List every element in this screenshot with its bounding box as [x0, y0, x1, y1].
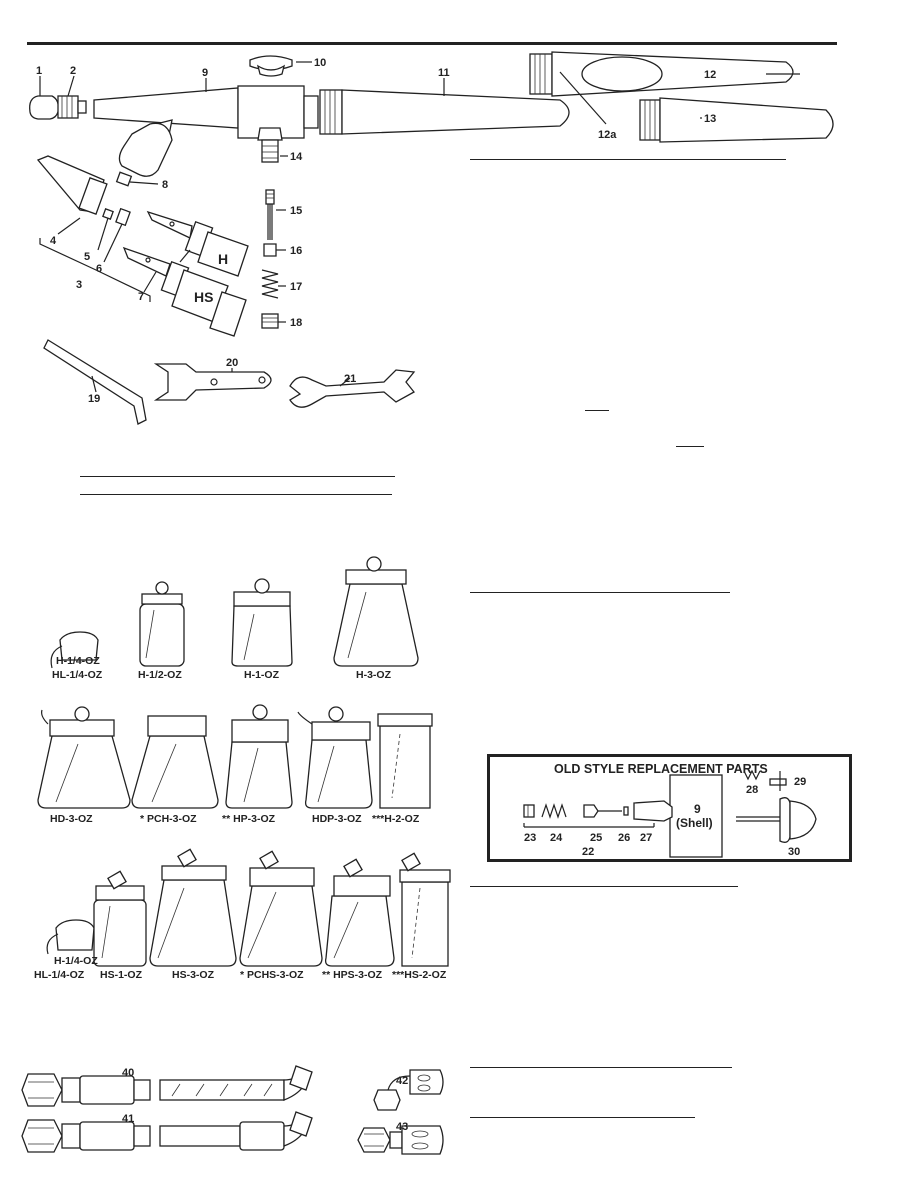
callout-6: 6: [96, 263, 102, 275]
bottle-label-pch-3: * PCH-3-OZ: [140, 813, 197, 825]
callout-24: 24: [550, 832, 563, 844]
bottle-label-h-3: H-3-OZ: [356, 669, 392, 681]
callout-18: 18: [290, 317, 302, 329]
callout-5: 5: [84, 251, 90, 263]
bottle-label-h-quarter: H-1/4-OZ: [56, 655, 100, 667]
callout-13: 13: [704, 113, 716, 125]
heading-rule: [470, 886, 738, 887]
callout-4: 4: [50, 235, 57, 247]
callout-17: 17: [290, 281, 302, 293]
bottle-label-hl-quarter: HL-1/4-OZ: [52, 669, 103, 681]
bottle-label-h-half: H-1/2-OZ: [138, 669, 182, 681]
callout-15: 15: [290, 205, 302, 217]
heading-rule: [470, 1117, 695, 1118]
callout-10: 10: [314, 57, 326, 69]
callout-12: 12: [704, 69, 716, 81]
underline-mark: [585, 410, 609, 411]
callout-28: 28: [746, 784, 758, 796]
bottle-label-hps-3: ** HPS-3-OZ: [322, 969, 383, 981]
callout-41: 41: [122, 1113, 134, 1125]
callout-42: 42: [396, 1075, 408, 1087]
old-style-parts-box: OLD STYLE REPLACEMENT PARTS 9 (Shell) 23…: [487, 754, 852, 862]
callout-7: 7: [138, 291, 144, 303]
callout-27: 27: [640, 832, 652, 844]
heading-rule: [470, 1067, 732, 1068]
callout-2: 2: [70, 65, 76, 77]
bottle-label-hs-3: HS-3-OZ: [172, 969, 215, 981]
heading-rule: [470, 159, 786, 160]
callout-21: 21: [344, 373, 356, 385]
callout-12a: 12a: [598, 129, 617, 141]
bottle-label-hs-2: ***HS-2-OZ: [392, 969, 447, 981]
callout-1: 1: [36, 65, 42, 77]
shell-number: 9: [694, 802, 701, 816]
header-rule: [27, 42, 837, 45]
bottle-label-hdp-3: HDP-3-OZ: [312, 813, 362, 825]
old-style-title: OLD STYLE REPLACEMENT PARTS: [554, 762, 768, 776]
bottle-label-h-2: ***H-2-OZ: [372, 813, 420, 825]
airbrush-exploded-diagram: 1 2 9 10 11 12 12a 13 14 8 4 5 6 3 7 15 …: [29, 51, 834, 425]
callout-20: 20: [226, 357, 238, 369]
callout-9: 9: [202, 67, 208, 79]
heading-rule: [80, 476, 395, 477]
callout-43: 43: [396, 1121, 408, 1133]
callout-11: 11: [438, 67, 450, 79]
callout-23: 23: [524, 832, 536, 844]
callout-8: 8: [162, 179, 168, 191]
callout-16: 16: [290, 245, 302, 257]
bottle-label-hp-3: ** HP-3-OZ: [222, 813, 276, 825]
bottle-label-h-quarter-2: H-1/4-OZ: [54, 955, 98, 967]
callout-40: 40: [122, 1067, 134, 1079]
callout-29: 29: [794, 776, 806, 788]
callout-26: 26: [618, 832, 630, 844]
callout-25: 25: [590, 832, 602, 844]
tip-label-h: H: [218, 251, 228, 267]
callout-14: 14: [290, 151, 303, 163]
underline-mark: [676, 446, 704, 447]
heading-rule: [80, 494, 392, 495]
bottle-label-h-1: H-1-OZ: [244, 669, 280, 681]
air-hoses-diagram: 40 41 42 43: [21, 1065, 444, 1155]
heading-rule: [470, 592, 730, 593]
color-bottles-diagram: H-1/4-OZ HL-1/4-OZ H-1/2-OZ H-1-OZ H-3-O…: [34, 556, 451, 981]
tip-label-hs: HS: [194, 289, 213, 305]
bottle-label-hl-quarter-2: HL-1/4-OZ: [34, 969, 85, 981]
callout-19: 19: [88, 393, 100, 405]
bottle-label-hs-1: HS-1-OZ: [100, 969, 143, 981]
bottle-label-hd-3: HD-3-OZ: [50, 813, 93, 825]
callout-30: 30: [788, 846, 800, 858]
bottle-label-pchs-3: * PCHS-3-OZ: [240, 969, 304, 981]
shell-label: (Shell): [676, 816, 713, 830]
callout-22: 22: [582, 846, 594, 858]
callout-3: 3: [76, 279, 82, 291]
